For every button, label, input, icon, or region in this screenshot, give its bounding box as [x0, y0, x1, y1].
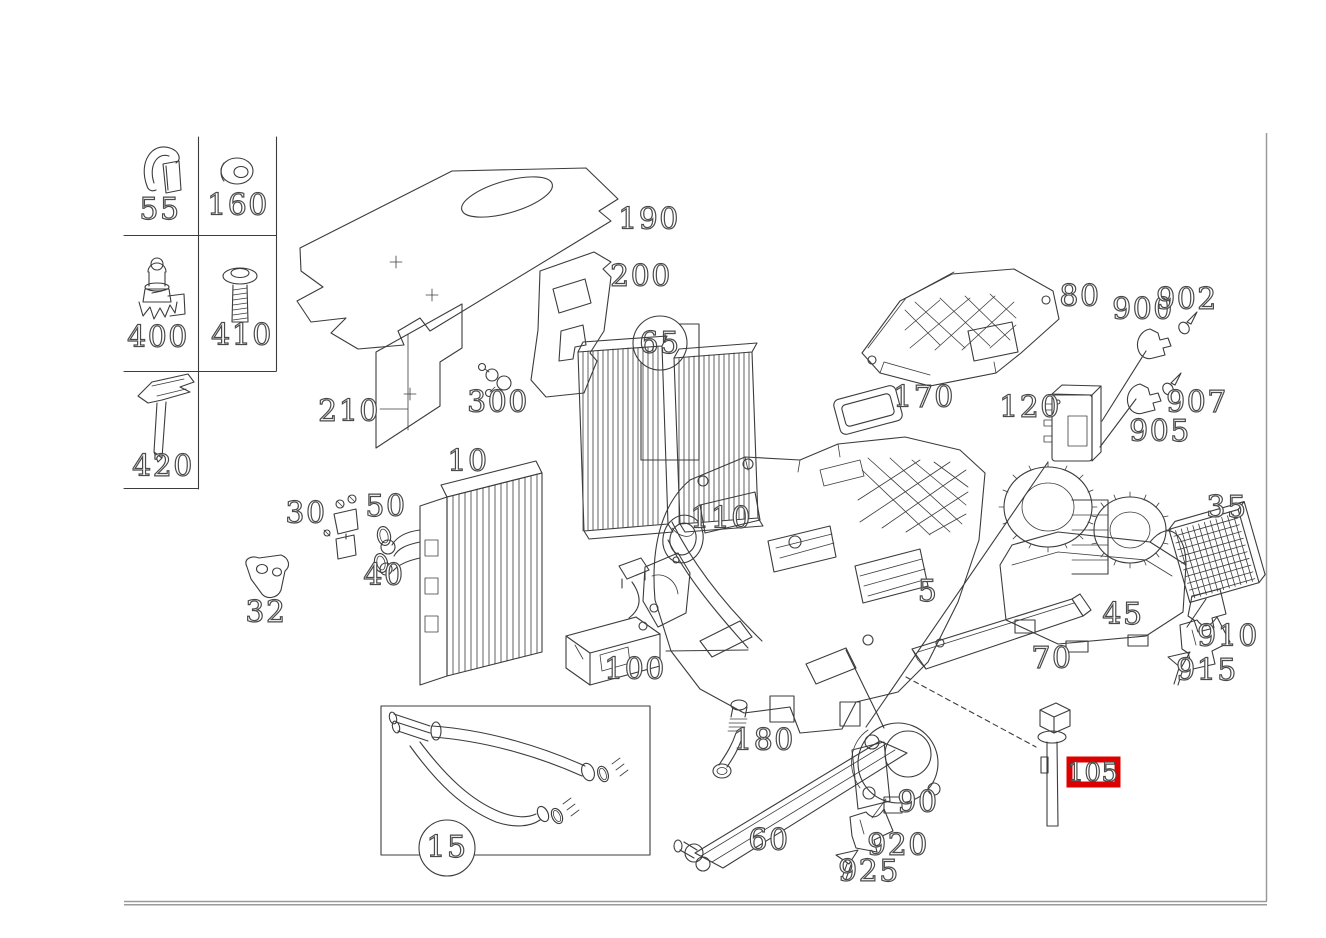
part-label-160[interactable]: 160 — [207, 187, 269, 223]
part-label-5[interactable]: 5 — [917, 573, 939, 609]
part-902-screw: 902 — [1156, 281, 1218, 335]
leader-lines — [845, 350, 1207, 748]
part-400-sensor: 400 — [127, 257, 189, 356]
o-rings-50-40: 50 40 — [363, 488, 406, 593]
part-10-evaporator: 10 — [379, 443, 543, 686]
part-label-190[interactable]: 190 — [618, 201, 680, 237]
part-920-bracket: 920 — [849, 808, 929, 864]
reference-grid — [123, 136, 278, 490]
part-label-15[interactable]: 15 — [426, 829, 467, 865]
part-label-925[interactable]: 925 — [838, 853, 900, 889]
part-label-105[interactable]: 105 — [1067, 757, 1119, 788]
part-210-insulation-panel: 210 — [318, 303, 463, 449]
part-100-expansion-valve: 100 — [565, 557, 749, 688]
part-420-clip: 420 — [132, 373, 195, 485]
part-90-actuator: 90 — [851, 722, 941, 821]
part-label-300[interactable]: 300 — [467, 384, 529, 420]
page-frame — [124, 133, 1268, 906]
part-915-screw: 915 — [1167, 651, 1238, 689]
part-15-heater-hoses: 15 — [380, 705, 651, 877]
part-65-filter-frame: 65 — [632, 315, 700, 461]
part-190-insulation-panel: 190 — [296, 167, 680, 350]
part-200-insulation-panel: 200 — [530, 251, 672, 398]
part-160-grommet: 160 — [207, 157, 269, 224]
part-label-80[interactable]: 80 — [1059, 278, 1100, 314]
part-label-50[interactable]: 50 — [365, 488, 406, 524]
part-105-temperature-sensor: 105 — [1037, 702, 1121, 827]
part-120-control-module: 120 — [999, 384, 1102, 462]
part-label-210[interactable]: 210 — [318, 393, 380, 429]
part-925-screw: 925 — [835, 849, 900, 890]
part-80-air-intake: 80 — [861, 268, 1100, 387]
part-label-170[interactable]: 170 — [893, 379, 955, 415]
part-label-70[interactable]: 70 — [1031, 640, 1072, 676]
part-label-32[interactable]: 32 — [245, 594, 286, 630]
callout-circle-65[interactable] — [632, 315, 688, 371]
part-300-bulbs: 300 — [467, 362, 529, 421]
part-label-65[interactable]: 65 — [639, 325, 680, 361]
group-box-15 — [380, 705, 651, 856]
highlight-box-105 — [1066, 756, 1121, 788]
part-label-100[interactable]: 100 — [604, 651, 666, 687]
part-label-900[interactable]: 900 — [1112, 291, 1174, 327]
part-label-45[interactable]: 45 — [1102, 596, 1143, 632]
callout-circle-15[interactable] — [418, 819, 476, 877]
part-label-420[interactable]: 420 — [132, 448, 194, 484]
part-label-90[interactable]: 90 — [897, 784, 938, 820]
part-label-902[interactable]: 902 — [1156, 281, 1218, 317]
part-180-drain-hose: 180 — [712, 699, 795, 779]
part-label-30[interactable]: 30 — [285, 495, 326, 531]
part-label-920[interactable]: 920 — [867, 827, 929, 863]
part-45-blower-assembly: 45 — [998, 461, 1187, 653]
part-70-cover: 70 — [911, 593, 1092, 677]
part-label-110[interactable]: 110 — [690, 500, 752, 536]
part-label-400[interactable]: 400 — [127, 319, 189, 355]
part-label-905[interactable]: 905 — [1129, 413, 1191, 449]
part-label-180[interactable]: 180 — [733, 722, 795, 758]
part-label-55[interactable]: 55 — [139, 191, 180, 227]
part-label-35[interactable]: 35 — [1206, 489, 1247, 525]
part-label-60[interactable]: 60 — [748, 822, 789, 858]
part-410-screw: 410 — [211, 267, 273, 354]
part-label-915[interactable]: 915 — [1176, 652, 1238, 688]
part-label-10[interactable]: 10 — [447, 443, 488, 479]
part-905-sensor: 905 — [1126, 383, 1191, 450]
part-907-screw: 907 — [1162, 372, 1228, 421]
part-30-mounting-hardware: 30 — [285, 494, 359, 560]
part-900-sensor: 900 — [1112, 291, 1174, 360]
part-5-hvac-housing: 5 — [642, 436, 986, 734]
part-label-120[interactable]: 120 — [999, 389, 1061, 425]
part-label-910[interactable]: 910 — [1197, 618, 1259, 654]
part-910-bracket: 910 — [1179, 616, 1259, 670]
part-55-clip: 55 — [139, 146, 182, 228]
part-60-heater-core: 60 — [673, 740, 908, 872]
part-32-bracket: 32 — [245, 554, 290, 631]
part-label-40[interactable]: 40 — [363, 557, 404, 593]
part-35-blower-regulator: 35 — [1168, 489, 1266, 633]
part-110-seal-ring: 110 — [662, 500, 752, 564]
part-label-200[interactable]: 200 — [610, 258, 672, 294]
part-label-410[interactable]: 410 — [211, 317, 273, 353]
part-label-907[interactable]: 907 — [1166, 384, 1228, 420]
part-170-seal-frame: 170 — [833, 379, 955, 435]
